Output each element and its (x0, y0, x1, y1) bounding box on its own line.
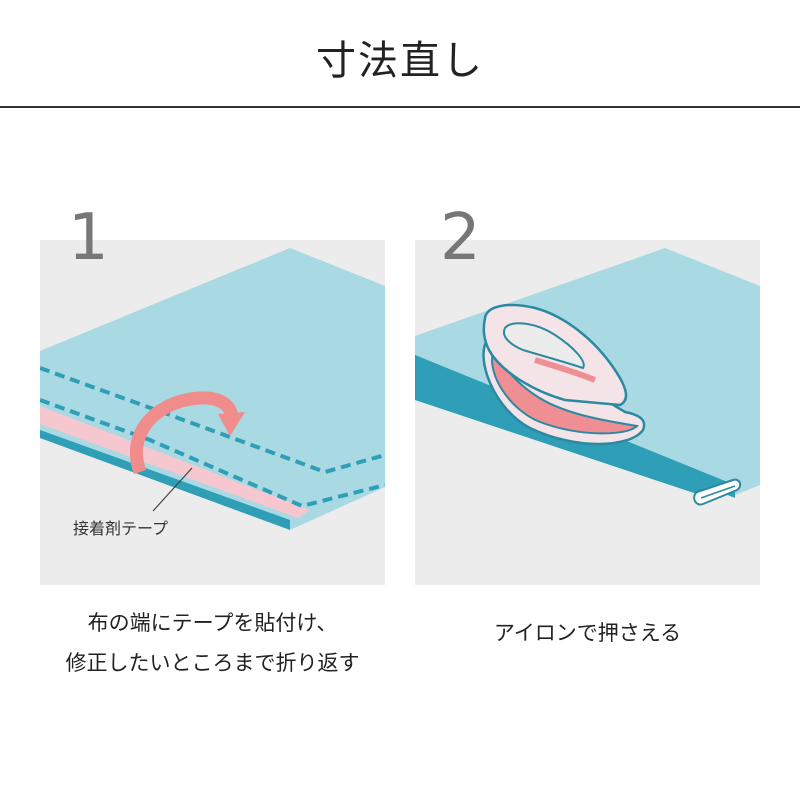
iron-stripe (491, 349, 640, 435)
step2-caption-line1: アイロンで押さえる (493, 621, 682, 645)
step1-illustration (40, 248, 385, 530)
fold-line-upper (40, 366, 385, 475)
iron-handle-opening (503, 322, 585, 370)
fabric-edge (40, 430, 290, 530)
step2-number: 2 (440, 201, 481, 275)
fold-arrow-head (218, 412, 245, 436)
fold-line-lower (40, 398, 385, 509)
title-divider (0, 106, 800, 108)
page-title: 寸法直し (316, 38, 484, 84)
step1-caption: 布の端にテープを貼付け、 修正したいところまで折り返す (20, 603, 405, 683)
step1-caption-line2: 修正したいところまで折り返す (65, 651, 360, 675)
fabric-surface (40, 248, 385, 530)
hem-line (700, 485, 736, 499)
adhesive-tape (40, 406, 310, 518)
label-callout-line (152, 467, 193, 512)
step2-panel (415, 240, 760, 585)
iron-band (534, 357, 597, 383)
step1-number: 1 (68, 201, 109, 275)
fold-arrow (129, 391, 239, 475)
step1-panel (40, 240, 385, 585)
step2-caption: アイロンで押さえる (395, 613, 780, 653)
step1-caption-line1: 布の端にテープを貼付け、 (87, 611, 338, 635)
step2-illustration (415, 248, 760, 506)
adhesive-tape-label: 接着剤テープ (73, 519, 169, 538)
